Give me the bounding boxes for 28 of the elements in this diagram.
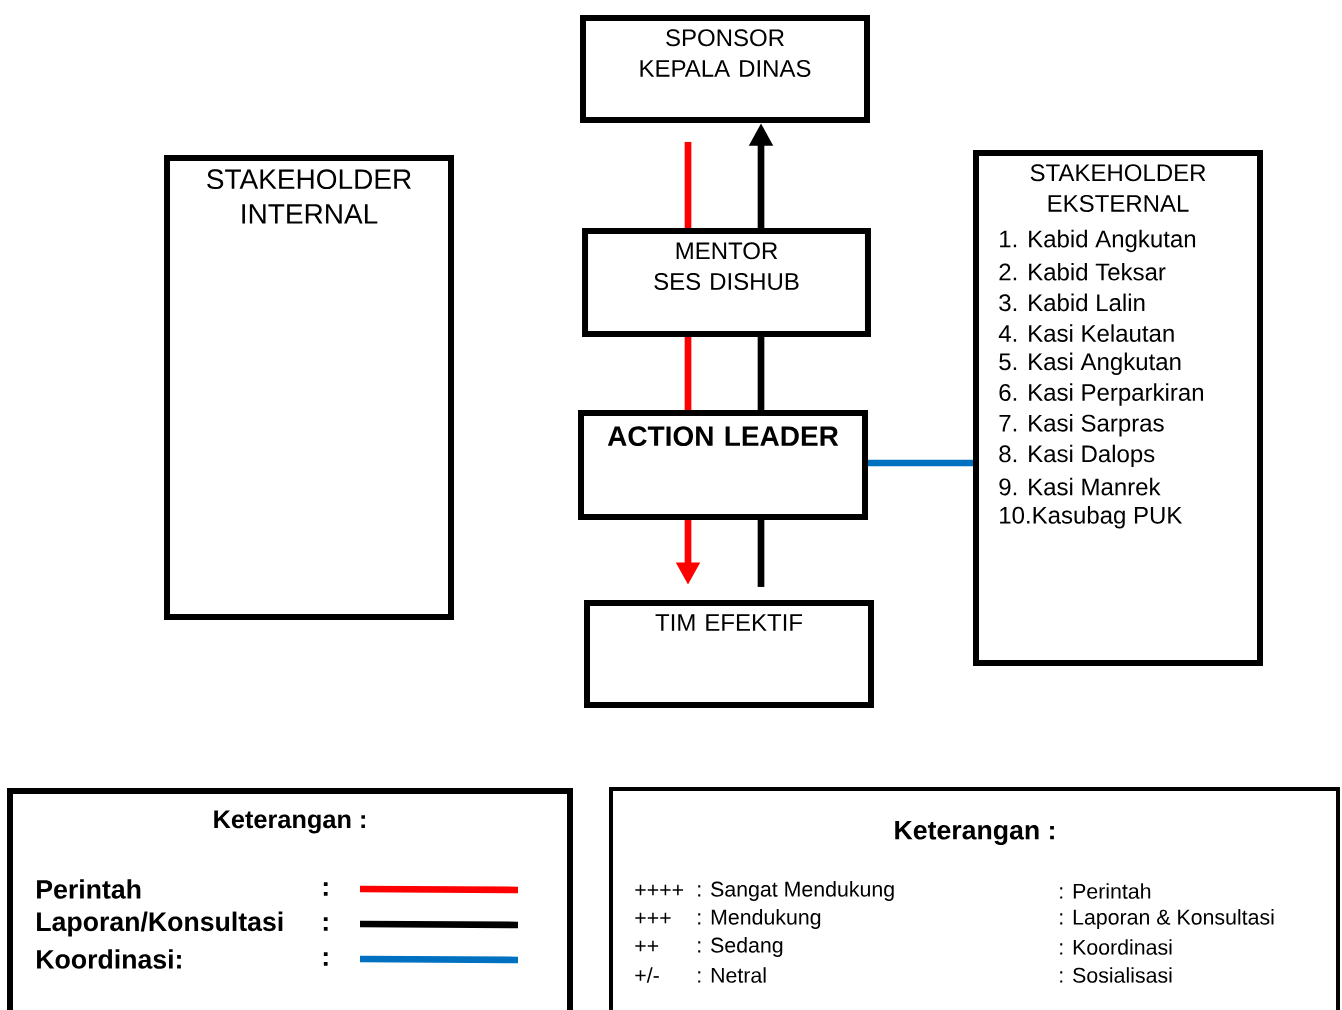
connector-line bbox=[684, 141, 692, 229]
legend-text: : Netral bbox=[698, 967, 766, 983]
legend-text: : bbox=[323, 952, 328, 966]
leader-box: ACTION LEADER bbox=[578, 410, 868, 520]
sponsor-box: SPONSOR KEPALA DINAS bbox=[580, 15, 870, 123]
stakeholder-box: STAKEHOLDER EKSTERNAL 1. Kabid Angkutan 2. Kabid Teksar 3. Kabid Lalin 4. Kasi Kelautan 5. Kasi Angkutan 6. Kasi Perparkiran 7. Kasi Sarpras 8. Kasi Dalops 9. Kasi Manrek 10.Kasubag PUK bbox=[973, 150, 1263, 666]
team-box: TIM EFEKTIF bbox=[584, 600, 874, 708]
legend-text: : bbox=[323, 882, 328, 896]
connector-line bbox=[757, 336, 765, 410]
legend-text: : Koordinasi bbox=[1060, 939, 1172, 955]
legend-text: : Laporan & Konsultasi bbox=[1060, 909, 1274, 929]
legend-text: ++ bbox=[635, 940, 659, 952]
legend-text: Perintah bbox=[37, 879, 141, 899]
legend-text: Koordinasi: bbox=[37, 949, 181, 969]
legend-text: Laporan/Konsultasi bbox=[37, 911, 283, 937]
legend-text: +/- bbox=[635, 967, 659, 983]
legend-text: ++++ bbox=[635, 884, 684, 896]
legend-title: Keterangan : bbox=[895, 821, 1054, 845]
legend-text: : Sosialisasi bbox=[1060, 967, 1172, 983]
legend-text: +++ bbox=[635, 912, 671, 924]
stakeholder-box: STAKEHOLDER INTERNAL bbox=[164, 155, 454, 620]
legend-text: : Perintah bbox=[1060, 883, 1151, 899]
legend-text: : Sedang bbox=[698, 937, 783, 957]
mentor-box: MENTOR SES DISHUB bbox=[582, 228, 871, 337]
legend-text: : bbox=[323, 917, 328, 931]
legend-title: Keterangan : bbox=[214, 810, 365, 834]
legend-text: : Sangat Mendukung bbox=[698, 881, 894, 901]
legend-text: : Mendukung bbox=[698, 909, 821, 929]
